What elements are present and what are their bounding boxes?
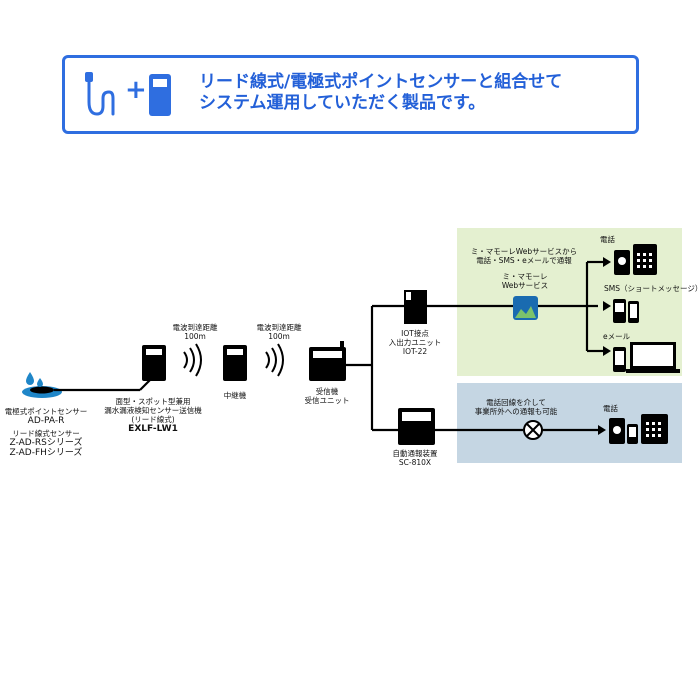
sms-label: SMS（ショートメッセージ） bbox=[604, 284, 700, 293]
water-sensor-icon bbox=[22, 372, 62, 398]
range-1-value: 100m bbox=[184, 332, 206, 341]
sensor-label-4: Z-AD-RSシリーズ bbox=[9, 438, 83, 448]
receiver-label-2: 受信ユニット bbox=[304, 396, 350, 405]
receiver-device-icon bbox=[309, 341, 346, 381]
radio-wave-icon-1 bbox=[183, 343, 202, 377]
phone-label-bottom: 電話 bbox=[603, 404, 618, 413]
info-banner: + リード線式/電極式ポイントセンサーと組合せて システム運用していただく製品で… bbox=[62, 55, 639, 134]
auto-dialer-icon bbox=[398, 408, 435, 445]
transmitter-device-icon bbox=[142, 345, 166, 381]
iot-label-3: IOT-22 bbox=[402, 347, 428, 356]
range-2-text: 電波到達距離 bbox=[256, 323, 302, 332]
banner-line-1: リード線式/電極式ポイントセンサーと組合せて bbox=[199, 72, 563, 92]
email-label: eメール bbox=[603, 332, 631, 341]
phone-icon-bottom bbox=[609, 414, 668, 444]
iot-unit-icon bbox=[404, 290, 427, 324]
sensor-label-3: リード線式センサー bbox=[12, 429, 80, 438]
autodialer-label-2: SC-810X bbox=[398, 458, 432, 467]
web-service-icon bbox=[513, 296, 538, 320]
phone-label-top: 電話 bbox=[600, 235, 615, 244]
iot-label-2: 入出力ユニット bbox=[388, 338, 442, 347]
phone-icon-top bbox=[614, 244, 657, 275]
blue-panel-caption: 電話回線を介して 事業所外への通報も可能 bbox=[466, 398, 566, 416]
transmitter-label-3: (リード線式) bbox=[131, 415, 175, 424]
plus-icon: + bbox=[125, 75, 147, 105]
sensor-label: 電極式ポイントセンサー AD-PA-R リード線式センサー Z-AD-RSシリー… bbox=[2, 407, 90, 458]
blue-caption-2: 事業所外への通報も可能 bbox=[474, 407, 558, 416]
radio-wave-icon-2 bbox=[265, 343, 284, 377]
receiver-label: 受信機 受信ユニット bbox=[297, 387, 357, 405]
sensor-label-1: 電極式ポイントセンサー bbox=[4, 407, 88, 416]
repeater-device-icon bbox=[223, 345, 247, 381]
range-1-text: 電波到達距離 bbox=[172, 323, 218, 332]
iot-label-1: IOT接点 bbox=[401, 329, 429, 338]
green-caption-2: 電話・SMS・eメールで通報 bbox=[476, 256, 572, 265]
transmitter-label-4: EXLF-LW1 bbox=[128, 424, 178, 434]
autodialer-label-1: 自動通報装置 bbox=[392, 449, 438, 458]
range-label-2: 電波到達距離 100m bbox=[244, 323, 314, 341]
green-panel-caption: ミ・マモーレWebサービスから 電話・SMS・eメールで通報 bbox=[462, 247, 586, 265]
transmitter-label-1: 面型・スポット型兼用 bbox=[115, 397, 191, 406]
range-2-value: 100m bbox=[268, 332, 290, 341]
email-device-icon bbox=[613, 342, 680, 373]
lead-wire-sensor-icon bbox=[85, 72, 115, 116]
iot-label: IOT接点 入出力ユニット IOT-22 bbox=[384, 329, 446, 356]
transmitter-label: 面型・スポット型兼用 漏水漏液検知センサー送信機 (リード線式) EXLF-LW… bbox=[103, 397, 203, 434]
banner-line-2: システム運用していただく製品です。 bbox=[199, 93, 486, 113]
service-label-2: Webサービス bbox=[501, 281, 549, 290]
repeater-label: 中継機 bbox=[223, 391, 247, 400]
receiver-label-1: 受信機 bbox=[315, 387, 339, 396]
range-label-1: 電波到達距離 100m bbox=[160, 323, 230, 341]
sensor-label-2: AD-PA-R bbox=[27, 416, 65, 426]
transmitter-label-2: 漏水漏液検知センサー送信機 bbox=[104, 406, 202, 415]
green-caption-1: ミ・マモーレWebサービスから bbox=[470, 247, 578, 256]
service-label-1: ミ・マモーレ bbox=[502, 272, 548, 281]
phone-line-symbol-icon bbox=[523, 420, 543, 440]
autodialer-label: 自動通報装置 SC-810X bbox=[384, 449, 446, 467]
banner-text: リード線式/電極式ポイントセンサーと組合せて システム運用していただく製品です。 bbox=[199, 72, 562, 114]
blue-caption-1: 電話回線を介して bbox=[486, 398, 546, 407]
web-service-label: ミ・マモーレ Webサービス bbox=[490, 272, 560, 290]
sensor-label-5: Z-AD-FHシリーズ bbox=[9, 448, 83, 458]
transmitter-icon bbox=[149, 74, 171, 116]
mobile-phone-icon bbox=[613, 299, 639, 323]
